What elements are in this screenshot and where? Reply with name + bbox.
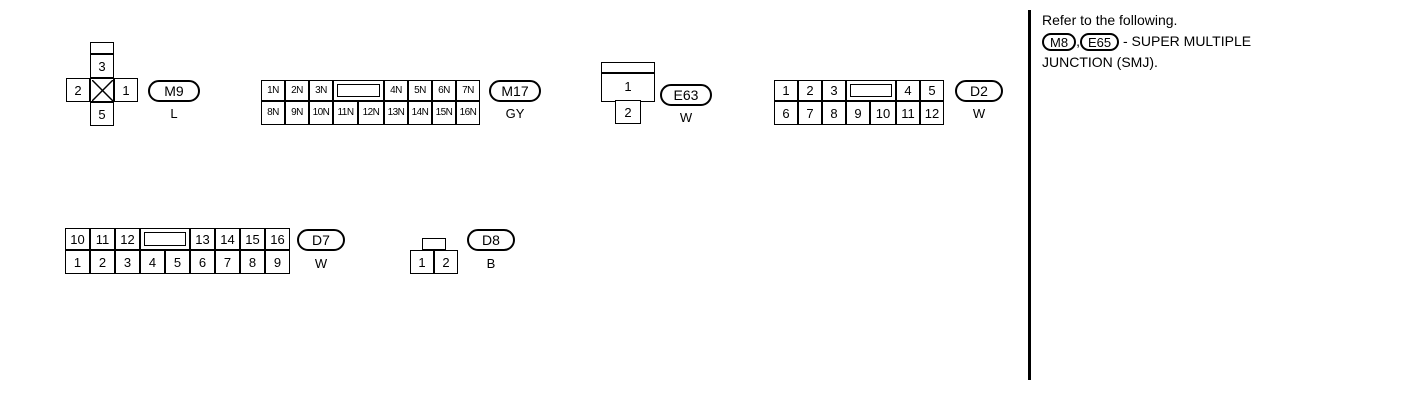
wire-color-label: B (486, 256, 496, 271)
terminal-cell: 11 (896, 101, 920, 125)
terminal-cell: 8 (240, 250, 265, 274)
connector-id-label: E63 (660, 84, 712, 106)
terminal-cell: 1 (65, 250, 90, 274)
wire-color-label: W (679, 110, 693, 125)
connector-id-label: D2 (955, 80, 1003, 102)
connector-id-label: D7 (297, 229, 345, 251)
terminal-label: 1 (624, 79, 632, 94)
terminal-cell: 14N (408, 101, 432, 125)
terminal-cell: 1 (774, 80, 798, 101)
connector-id-label: D8 (467, 229, 515, 251)
terminal-cell: 15 (240, 228, 265, 250)
terminal-cell: 1N (261, 80, 285, 101)
terminal-cell: 5 (90, 102, 114, 126)
note-line-2: M8,E65 - SUPER MULTIPLE (1042, 31, 1392, 52)
terminal-cell: 2 (615, 100, 641, 124)
terminal-cell: 4 (140, 250, 165, 274)
terminal-cell: 6N (432, 80, 456, 101)
note-separator: , (1076, 33, 1080, 49)
terminal-cell: 11N (333, 101, 358, 125)
terminal-cell: 5N (408, 80, 432, 101)
terminal-cell: 1 (410, 250, 434, 274)
connector-lock (140, 228, 190, 250)
connector-e63-bar (601, 72, 655, 74)
terminal-cell: 16N (456, 101, 480, 125)
connector-d8-tab (422, 238, 446, 250)
ref-connector-e65: E65 (1079, 33, 1120, 52)
terminal-cell: 7 (798, 101, 822, 125)
terminal-cell: 3 (115, 250, 140, 274)
terminal-cell: 3 (822, 80, 846, 101)
terminal-cell: 9N (285, 101, 309, 125)
terminal-cell: 16 (265, 228, 290, 250)
terminal-cell: 10N (309, 101, 333, 125)
ref-connector-m8: M8 (1042, 33, 1077, 52)
terminal-cell: 9 (265, 250, 290, 274)
terminal-cell: 2 (798, 80, 822, 101)
terminal-cell: 13 (190, 228, 215, 250)
vertical-divider (1028, 10, 1031, 380)
terminal-cell: 4 (896, 80, 920, 101)
cross-cell (90, 78, 114, 102)
reference-note: Refer to the following. M8,E65 - SUPER M… (1042, 10, 1392, 73)
wire-color-label: W (972, 106, 986, 121)
connector-id-label: M9 (148, 80, 200, 102)
terminal-cell: 2 (90, 250, 115, 274)
terminal-cell: 2 (434, 250, 458, 274)
terminal-cell: 3 (90, 54, 114, 78)
terminal-cell: 12N (358, 101, 384, 125)
terminal-cell: 14 (215, 228, 240, 250)
note-text: - SUPER MULTIPLE (1122, 33, 1252, 49)
terminal-cell: 6 (190, 250, 215, 274)
note-line-1: Refer to the following. (1042, 12, 1178, 28)
connector-lock (846, 80, 896, 101)
connector-m9-tab (90, 42, 114, 54)
terminal-cell: 6 (774, 101, 798, 125)
terminal-cell: 8N (261, 101, 285, 125)
connector-id-label: M17 (489, 80, 541, 102)
terminal-cell: 12 (115, 228, 140, 250)
terminal-cell: 10 (65, 228, 90, 250)
terminal-cell: 5 (920, 80, 944, 101)
terminal-cell: 4N (384, 80, 408, 101)
terminal-cell: 2 (66, 78, 90, 102)
terminal-cell: 8 (822, 101, 846, 125)
connector-lock (333, 80, 384, 101)
terminal-cell: 2N (285, 80, 309, 101)
terminal-cell: 9 (846, 101, 870, 125)
terminal-cell: 15N (432, 101, 456, 125)
terminal-cell: 5 (165, 250, 190, 274)
terminal-cell: 1 (114, 78, 138, 102)
terminal-cell: 11 (90, 228, 115, 250)
terminal-cell: 10 (870, 101, 896, 125)
terminal-cell: 7 (215, 250, 240, 274)
terminal-cell: 13N (384, 101, 408, 125)
note-line-3: JUNCTION (SMJ). (1042, 54, 1158, 70)
wire-color-label: W (314, 256, 328, 271)
terminal-cell: 7N (456, 80, 480, 101)
wire-color-label: L (170, 106, 178, 121)
cross-icon (91, 79, 113, 101)
terminal-cell: 12 (920, 101, 944, 125)
terminal-cell: 3N (309, 80, 333, 101)
wire-color-label: GY (505, 106, 525, 121)
